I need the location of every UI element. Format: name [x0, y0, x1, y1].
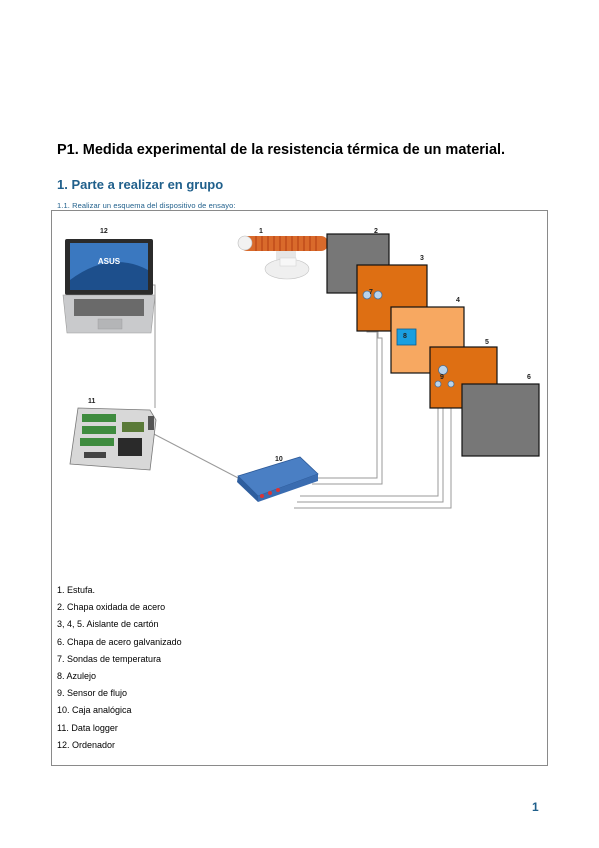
analog-box-illustration [237, 456, 319, 502]
page-title: P1. Medida experimental de la resistenci… [57, 142, 506, 158]
label-12: 12 [100, 228, 108, 235]
laptop-illustration: ASUS [62, 239, 156, 334]
legend-item: 7. Sondas de temperatura [57, 653, 162, 664]
laptop-brand-text: ASUS [98, 257, 121, 266]
legend-item: 2. Chapa oxidada de acero [57, 602, 166, 613]
legend-item: 12. Ordenador [57, 739, 116, 750]
flux-sensor-icon [438, 365, 448, 375]
temperature-probe-icon [373, 290, 383, 300]
temperature-probe-icon [434, 380, 442, 388]
cable-sensor-b [297, 374, 444, 503]
label-7: 7 [369, 289, 373, 296]
page-number: 1 [532, 800, 539, 814]
legend-item: 10. Caja analógica [57, 705, 132, 716]
legend-item: 11. Data logger [57, 722, 118, 733]
cable-sensor-a [300, 384, 439, 497]
label-1: 1 [259, 228, 263, 235]
data-logger-illustration [69, 407, 157, 471]
temperature-probe-icon [362, 290, 372, 300]
legend-item: 9. Sensor de flujo [57, 688, 128, 699]
legend-item: 6. Chapa de acero galvanizado [57, 636, 182, 647]
label-4: 4 [456, 297, 460, 304]
legend-list: 1. Estufa. 2. Chapa oxidada de acero 3, … [57, 582, 182, 754]
label-2: 2 [374, 228, 378, 235]
tile [396, 328, 417, 346]
cable-sensor-c [294, 384, 452, 509]
label-10: 10 [275, 456, 283, 463]
label-9: 9 [440, 374, 444, 381]
legend-item: 3, 4, 5. Aislante de cartón [57, 619, 159, 630]
label-3: 3 [420, 255, 424, 262]
cable-logger-box [149, 431, 243, 481]
legend-item: 8. Azulejo [57, 671, 97, 682]
section-heading: 1. Parte a realizar en grupo [57, 177, 224, 192]
heater-illustration [237, 235, 328, 280]
label-11: 11 [88, 398, 96, 405]
temperature-probe-icon [447, 380, 455, 388]
steel-plate-galvanized [461, 383, 540, 457]
figure-frame [51, 210, 548, 766]
legend-item: 1. Estufa. [57, 585, 96, 595]
subsection-heading: 1.1. Realizar un esquema del dispositivo… [57, 201, 236, 210]
label-5: 5 [485, 339, 489, 346]
label-8: 8 [403, 333, 407, 340]
label-6: 6 [527, 374, 531, 381]
